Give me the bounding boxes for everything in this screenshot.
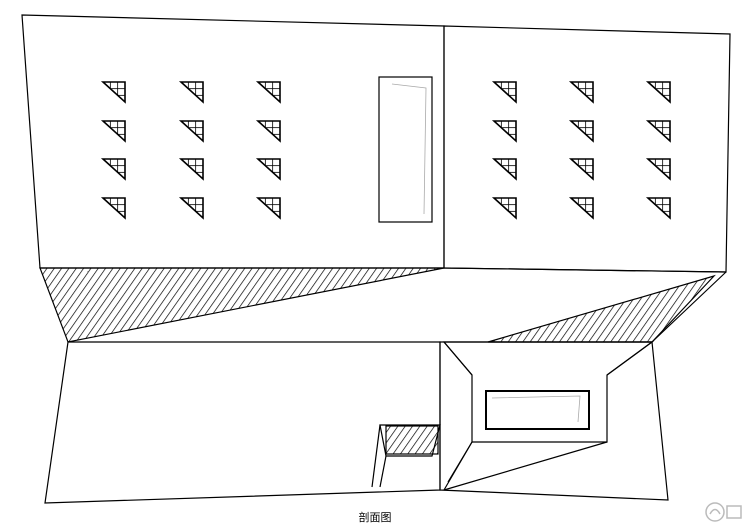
stair xyxy=(371,424,441,488)
triangular-window xyxy=(645,158,671,181)
triangular-window-array xyxy=(100,81,671,220)
courtyard-window xyxy=(485,390,590,430)
triangular-window xyxy=(178,197,204,220)
triangular-window xyxy=(568,120,594,143)
triangular-window xyxy=(491,158,517,181)
left-hatched-soffit xyxy=(39,267,445,343)
triangular-window xyxy=(178,81,204,104)
triangular-window xyxy=(178,158,204,181)
triangular-window xyxy=(100,197,126,220)
central-skylight xyxy=(378,76,433,223)
triangular-window xyxy=(491,120,517,143)
upper-left-volume xyxy=(21,14,445,269)
triangular-window xyxy=(100,81,126,104)
lower-right-volume xyxy=(439,341,669,501)
triangular-window xyxy=(178,120,204,143)
drawing-caption: 剖面图 xyxy=(358,511,392,524)
site-logo-icon xyxy=(705,502,742,522)
triangular-window xyxy=(645,120,671,143)
triangular-window xyxy=(100,158,126,181)
triangular-window xyxy=(645,81,671,104)
upper-right-volume xyxy=(443,25,731,273)
triangular-window xyxy=(491,197,517,220)
triangular-window xyxy=(491,81,517,104)
triangular-window xyxy=(568,197,594,220)
triangular-window xyxy=(645,197,671,220)
lower-left-volume xyxy=(44,341,441,504)
triangular-window xyxy=(100,120,126,143)
triangular-window xyxy=(255,120,281,143)
triangular-window xyxy=(255,158,281,181)
triangular-window xyxy=(568,158,594,181)
triangular-window xyxy=(255,81,281,104)
triangular-window xyxy=(568,81,594,104)
triangular-window xyxy=(255,197,281,220)
right-hatched-soffit xyxy=(487,274,716,343)
